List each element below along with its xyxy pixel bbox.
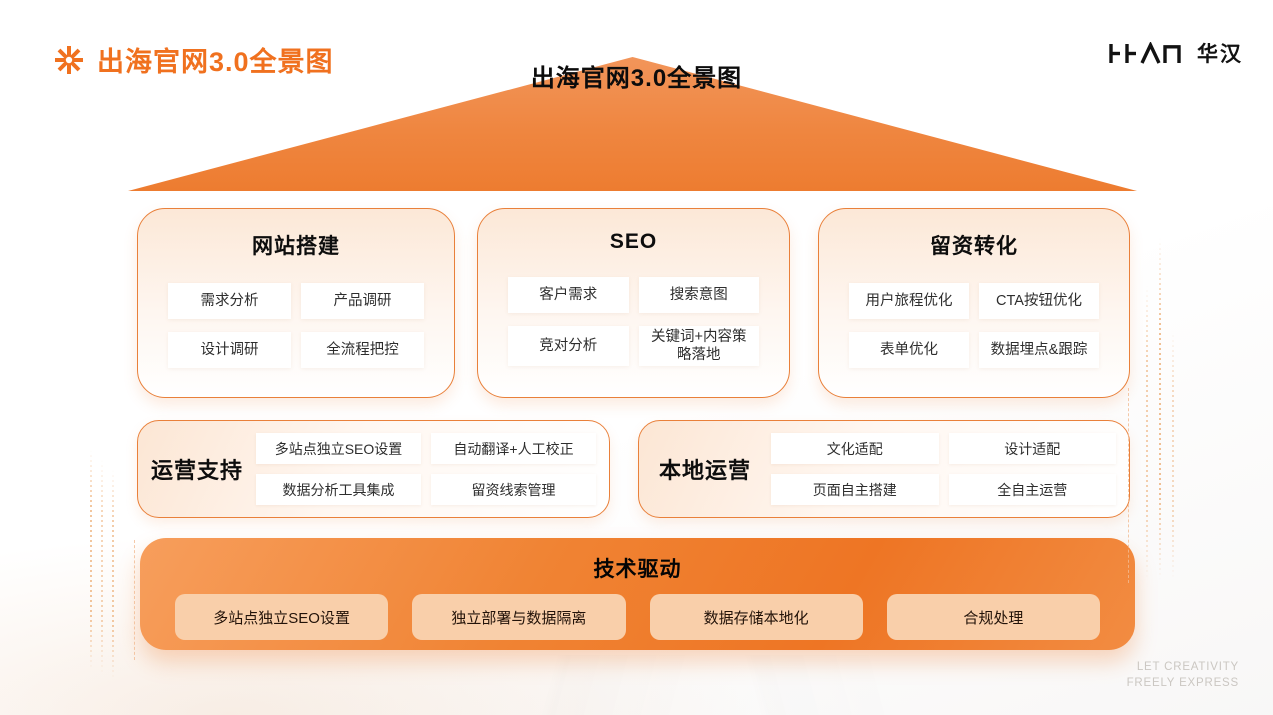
support-item: 数据分析工具集成 (256, 474, 421, 505)
support-item: 自动翻译+人工校正 (431, 433, 596, 464)
decor-dotted-line (1172, 330, 1174, 580)
pillar-item: 客户需求 (508, 277, 629, 313)
pillar-item: 竞对分析 (508, 326, 629, 367)
support-item: 设计适配 (948, 433, 1116, 464)
support-operations: 运营支持 多站点独立SEO设置 自动翻译+人工校正 数据分析工具集成 留资线索管… (137, 420, 610, 518)
foundation-bar: 技术驱动 多站点独立SEO设置 独立部署与数据隔离 数据存储本地化 合规处理 (140, 538, 1135, 650)
decor-dotted-line (101, 460, 103, 675)
pillar-item: 需求分析 (168, 283, 291, 319)
foundation-item: 多站点独立SEO设置 (175, 594, 389, 640)
pillar-title: SEO (609, 230, 658, 253)
header: 出海官网3.0全景图 (54, 40, 334, 79)
roof-title: 出海官网3.0全景图 (530, 65, 743, 92)
pillar-item: 数据埋点&跟踪 (979, 332, 1099, 368)
pillar-item: 全流程把控 (301, 332, 424, 368)
footer-line-2: FREELY EXPRESS (1126, 677, 1239, 690)
brand-logo-mark (1109, 42, 1181, 64)
pillar-item: CTA按钮优化 (979, 283, 1099, 319)
support-item: 多站点独立SEO设置 (256, 433, 421, 464)
foundation-items: 多站点独立SEO设置 独立部署与数据隔离 数据存储本地化 合规处理 (140, 594, 1135, 640)
asterisk-icon (55, 45, 83, 74)
footer-line-1: LET CREATIVITY (1136, 660, 1239, 673)
page-title: 出海官网3.0全景图 (97, 47, 334, 77)
pillar-items: 客户需求 搜索意图 竞对分析 关键词+内容策略落地 (478, 277, 789, 367)
support-items: 文化适配 设计适配 页面自主搭建 全自主运营 (771, 433, 1129, 505)
pillar-seo: SEO 客户需求 搜索意图 竞对分析 关键词+内容策略落地 (477, 208, 790, 398)
support-local-operations: 本地运营 文化适配 设计适配 页面自主搭建 全自主运营 (638, 420, 1130, 518)
foundation-item: 独立部署与数据隔离 (412, 594, 626, 640)
decor-watermark (150, 655, 1150, 715)
pillar-item: 产品调研 (301, 283, 424, 319)
pillar-item: 关键词+内容策略落地 (638, 326, 759, 367)
support-item: 页面自主搭建 (771, 474, 939, 505)
pillar-item: 设计调研 (168, 332, 291, 368)
brand-logo-text: 华汉 (1197, 43, 1243, 66)
pillar-item: 表单优化 (849, 332, 969, 368)
support-item: 全自主运营 (948, 474, 1116, 505)
pillar-item: 搜索意图 (638, 277, 759, 313)
support-items: 多站点独立SEO设置 自动翻译+人工校正 数据分析工具集成 留资线索管理 (256, 433, 609, 505)
pillar-items: 需求分析 产品调研 设计调研 全流程把控 (138, 283, 454, 368)
decor-dotted-line (90, 450, 92, 670)
decor-dotted-line (1159, 238, 1161, 580)
support-item: 文化适配 (771, 433, 939, 464)
pillar-title: 网站搭建 (252, 235, 340, 258)
pillar-items: 用户旅程优化 CTA按钮优化 表单优化 数据埋点&跟踪 (819, 283, 1129, 368)
support-title: 本地运营 (658, 458, 751, 483)
support-title: 运营支持 (150, 458, 243, 483)
decor-dashed-line-left (134, 540, 135, 660)
pillar-item: 用户旅程优化 (849, 283, 969, 319)
decor-dotted-line (1146, 285, 1148, 580)
decor-dashed-line-right (1128, 388, 1129, 583)
foundation-item: 合规处理 (886, 594, 1100, 640)
decor-dotted-line (112, 470, 114, 680)
support-item: 留资线索管理 (431, 474, 596, 505)
pillar-lead-conversion: 留资转化 用户旅程优化 CTA按钮优化 表单优化 数据埋点&跟踪 (818, 208, 1130, 398)
pillar-website-building: 网站搭建 需求分析 产品调研 设计调研 全流程把控 (137, 208, 455, 398)
brand-logo: 华汉 (1107, 38, 1243, 68)
foundation-title: 技术驱动 (593, 558, 682, 581)
footer-slogan: LET CREATIVITY FREELY EXPRESS (1127, 659, 1239, 692)
pillar-title: 留资转化 (930, 235, 1018, 258)
foundation-item: 数据存储本地化 (649, 594, 863, 640)
